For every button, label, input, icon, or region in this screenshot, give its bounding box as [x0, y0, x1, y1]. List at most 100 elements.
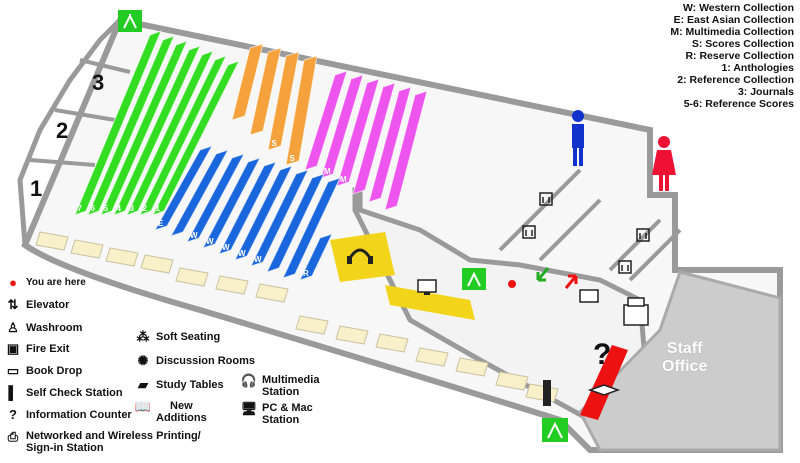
orange-shelf-label: S	[272, 139, 278, 148]
room-divider	[29, 158, 96, 167]
blue-shelf-r	[299, 233, 333, 281]
legend-label: Elevator	[26, 298, 70, 311]
green-shelf	[151, 60, 241, 216]
elevator-icon	[522, 225, 536, 239]
legend-washroom: ♙ Washroom	[4, 321, 82, 334]
legend-fire-exit: ▣ Fire Exit	[4, 341, 70, 356]
blue-shelf-label: W	[190, 231, 198, 240]
orange-shelf	[285, 55, 318, 166]
legend-label: Sign-in Station	[26, 442, 104, 454]
study-tables-icon: ▰	[138, 377, 148, 392]
green-shelf	[113, 45, 201, 216]
legend-label: PC & Mac	[262, 402, 313, 414]
legend-label: Additions	[156, 412, 207, 424]
legend-new-additions-text: New Additions	[156, 400, 207, 424]
legend-label: New	[170, 400, 193, 412]
elevator-icon	[618, 260, 632, 274]
information-counter[interactable]	[580, 345, 628, 420]
blue-shelf	[234, 165, 293, 261]
fire-exit-icon[interactable]	[462, 268, 486, 290]
legend-you-are-here: ● You are here	[4, 276, 86, 289]
room-divider	[79, 58, 131, 74]
green-shelf-label: 1	[156, 204, 161, 213]
green-shelf-label: 7	[78, 204, 83, 213]
orange-shelf	[231, 43, 264, 121]
legend-label: Washroom	[26, 321, 83, 334]
collection-item: 2: Reference Collection	[677, 74, 794, 86]
fire-exit-icon[interactable]	[118, 10, 142, 32]
self-check-icon: ▌	[8, 385, 18, 400]
blue-shelf	[282, 177, 341, 279]
green-shelf-label: 5	[104, 204, 109, 213]
headphones-icon: 🎧	[240, 373, 258, 388]
room-2-label: 2	[56, 118, 69, 143]
green-shelf-label: 6	[91, 204, 96, 213]
discussion-rooms-wall	[17, 18, 122, 246]
corridor	[352, 187, 653, 423]
staff-office-label: Staff Office	[662, 340, 707, 376]
legend-printing: ⎙ Networked and Wireless Printing/ Sign-…	[4, 430, 201, 454]
study-table	[375, 333, 409, 353]
pink-shelf	[336, 78, 380, 187]
blue-shelf	[153, 145, 214, 231]
collection-legend: W: Western Collection E: East Asian Coll…	[670, 2, 794, 110]
orange-shelves: SS	[231, 43, 318, 166]
pink-shelf	[368, 86, 412, 203]
legend-elevator: ⇅ Elevator	[4, 298, 70, 311]
green-shelf	[100, 40, 188, 216]
headphones-icon	[347, 248, 373, 264]
pink-shelf	[304, 70, 348, 171]
book-drop-icon[interactable]	[579, 289, 599, 303]
fire-exit-icon[interactable]	[542, 418, 568, 442]
legend-printing-text: Networked and Wireless Printing/ Sign-in…	[26, 430, 201, 454]
book-icon: 📖	[134, 399, 152, 414]
study-table	[175, 267, 209, 287]
book-drop-icon: ▭	[6, 363, 20, 378]
women-washroom-icon	[652, 136, 676, 191]
green-shelf	[87, 35, 175, 216]
legend-label: Station	[262, 414, 300, 426]
legend-label: Study Tables	[156, 378, 224, 391]
legend-label: Networked and Wireless Printing/	[26, 430, 201, 442]
legend-multimedia-text: Multimedia Station	[262, 374, 319, 398]
you-are-here-marker	[508, 280, 516, 288]
pink-shelf	[320, 74, 364, 179]
blue-shelf	[266, 173, 325, 273]
collection-item: W: Western Collection	[682, 2, 794, 14]
elevator-icon	[539, 192, 553, 206]
study-table	[35, 231, 69, 251]
new-additions-icon	[587, 384, 621, 396]
fire-exit-icon: ▣	[6, 341, 20, 356]
study-table	[140, 254, 174, 274]
study-table	[415, 347, 449, 367]
orange-shelf	[267, 51, 300, 151]
study-table	[335, 325, 369, 345]
information-icon: ?	[9, 407, 17, 422]
legend-label: Station	[262, 386, 300, 398]
printing-station-icon[interactable]	[623, 297, 649, 326]
collection-item: 3: Journals	[737, 86, 794, 98]
study-table	[105, 247, 139, 267]
collection-item: 5-6: Reference Scores	[683, 98, 794, 110]
washroom-wall	[498, 168, 682, 282]
blue-shelf-label: W	[206, 237, 214, 246]
printer-icon: ⎙	[7, 429, 19, 444]
legend-label: Self Check Station	[26, 386, 123, 399]
pc-icon	[417, 279, 437, 295]
study-table	[70, 239, 104, 259]
collection-item: 1: Anthologies	[721, 62, 794, 74]
legend-self-check: ▌ Self Check Station	[4, 385, 123, 400]
room-divider	[54, 108, 116, 122]
elevator-icon	[636, 228, 650, 242]
room-1-label: 1	[30, 176, 43, 201]
legend-pc-mac: 🖥 PC & Mac Station	[240, 402, 313, 426]
legend-label: Fire Exit	[26, 342, 70, 355]
study-table	[255, 283, 289, 303]
self-check-icon[interactable]	[543, 380, 551, 406]
study-table	[495, 371, 529, 391]
you-are-here-icon: ●	[9, 275, 17, 290]
soft-seating-icon: ⁂	[136, 329, 150, 344]
pc-icon: 🖥	[240, 401, 258, 416]
blue-shelf-label: W	[222, 243, 230, 252]
